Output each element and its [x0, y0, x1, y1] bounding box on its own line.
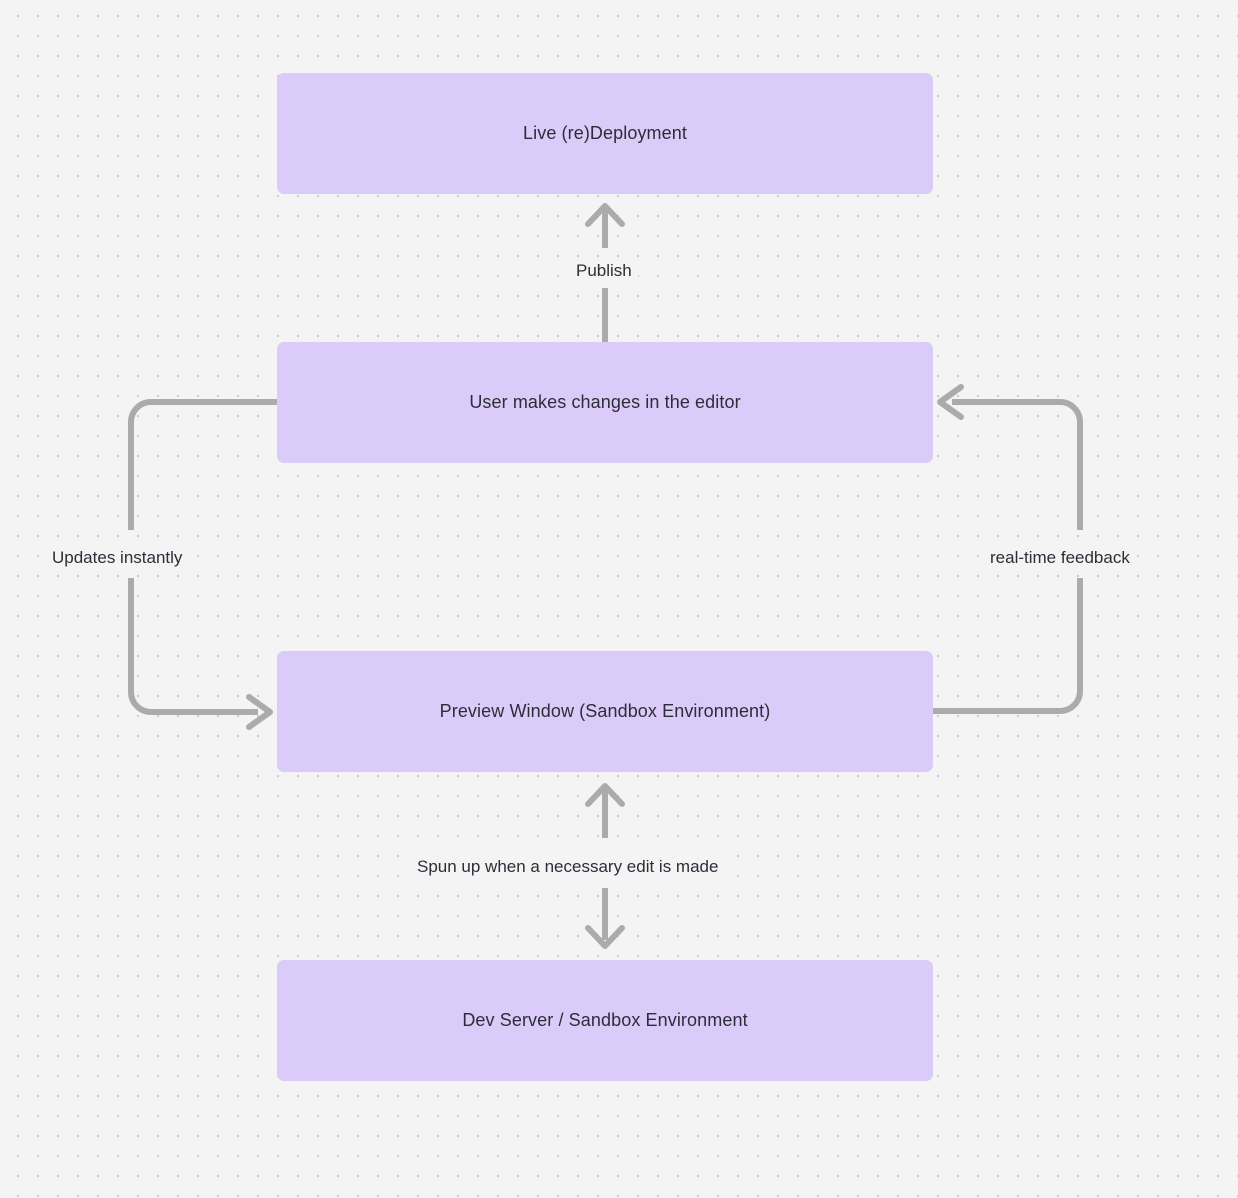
- edge-label-updates-instantly: Updates instantly: [46, 546, 189, 570]
- node-label: User makes changes in the editor: [469, 391, 741, 412]
- node-dev-server[interactable]: Dev Server / Sandbox Environment: [277, 960, 933, 1081]
- node-label: Dev Server / Sandbox Environment: [462, 1009, 748, 1030]
- edge-label-realtime-feedback: real-time feedback: [984, 546, 1136, 570]
- edge-label-publish: Publish: [570, 259, 638, 283]
- node-label: Live (re)Deployment: [523, 122, 687, 143]
- node-preview-window[interactable]: Preview Window (Sandbox Environment): [277, 651, 933, 772]
- node-user-makes-changes[interactable]: User makes changes in the editor: [277, 342, 933, 463]
- node-label: Preview Window (Sandbox Environment): [439, 700, 771, 721]
- node-live-redeployment[interactable]: Live (re)Deployment: [277, 73, 933, 194]
- edge-label-spun-up: Spun up when a necessary edit is made: [411, 855, 725, 879]
